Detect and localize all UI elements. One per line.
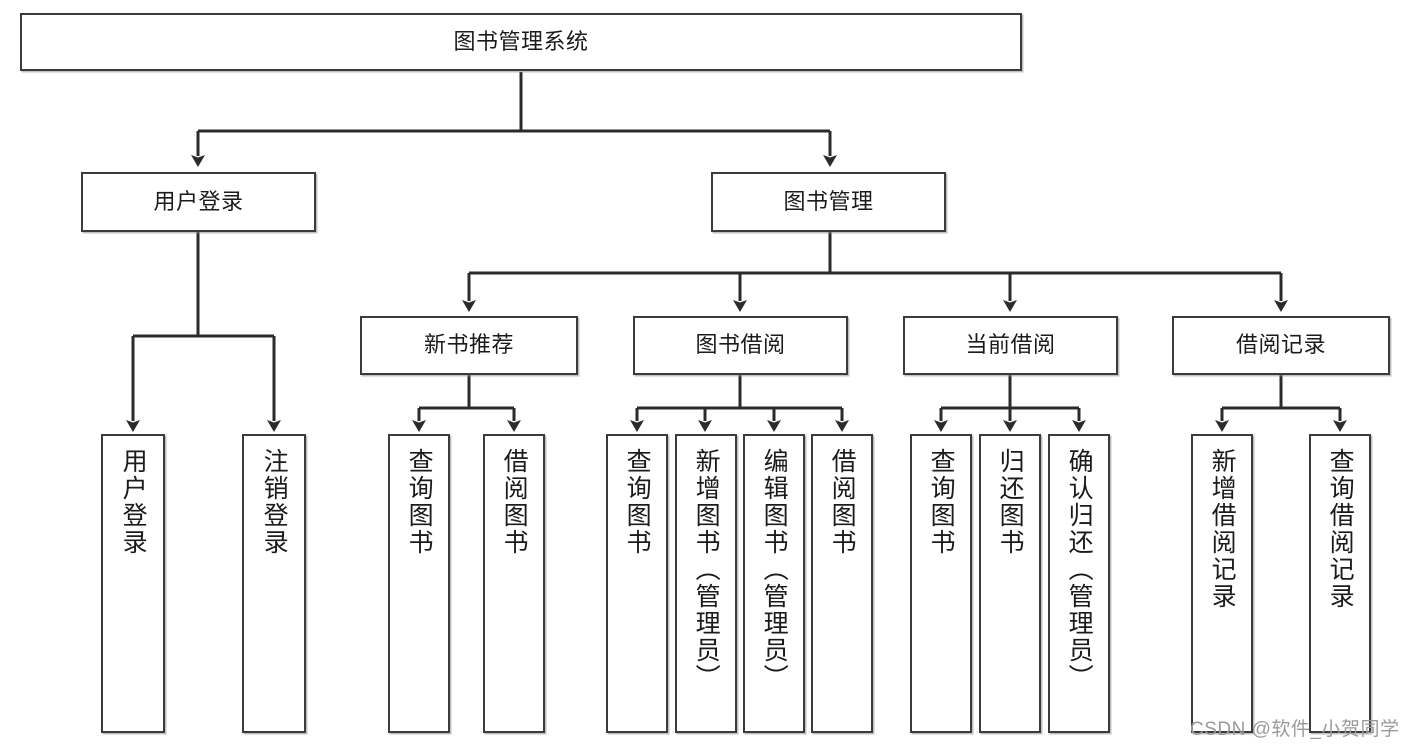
- node-current-borrow-label: 当前借阅: [965, 332, 1056, 358]
- node-book-management[interactable]: 图书管理: [711, 172, 946, 232]
- leaf-borrow-add-book[interactable]: 新增图书（管理员）: [675, 434, 737, 733]
- leaf-borrow-edit-book[interactable]: 编辑图书（管理员）: [743, 434, 805, 733]
- leaf-current-confirm-return-label: 确认归还（管理员）: [1065, 448, 1094, 691]
- node-book-borrow-label: 图书借阅: [695, 332, 786, 358]
- leaf-recommend-query-book[interactable]: 查询图书: [388, 434, 450, 733]
- node-borrow-record[interactable]: 借阅记录: [1172, 316, 1390, 375]
- leaf-recommend-query-book-label: 查询图书: [405, 448, 434, 556]
- leaf-record-add-record-label: 新增借阅记录: [1208, 448, 1237, 610]
- leaf-borrow-edit-book-label: 编辑图书（管理员）: [760, 448, 789, 691]
- node-root[interactable]: 图书管理系统: [20, 13, 1022, 71]
- node-user-login[interactable]: 用户登录: [81, 172, 316, 232]
- leaf-current-query-book-label: 查询图书: [927, 448, 956, 556]
- leaf-borrow-query-book[interactable]: 查询图书: [606, 434, 668, 733]
- leaf-user-login-signout-label: 注销登录: [260, 448, 289, 556]
- leaf-recommend-borrow-book-label: 借阅图书: [500, 448, 529, 556]
- node-book-management-label: 图书管理: [783, 188, 874, 214]
- leaf-user-login-signin[interactable]: 用户登录: [101, 434, 165, 733]
- leaf-user-login-signin-label: 用户登录: [119, 448, 148, 556]
- node-book-borrow[interactable]: 图书借阅: [633, 316, 848, 375]
- leaf-record-query-record[interactable]: 查询借阅记录: [1309, 434, 1371, 733]
- leaf-borrow-add-book-label: 新增图书（管理员）: [692, 448, 721, 691]
- leaf-record-query-record-label: 查询借阅记录: [1326, 448, 1355, 610]
- leaf-current-confirm-return[interactable]: 确认归还（管理员）: [1048, 434, 1110, 733]
- leaf-current-return-book[interactable]: 归还图书: [979, 434, 1041, 733]
- leaf-borrow-borrow-book[interactable]: 借阅图书: [811, 434, 873, 733]
- leaf-borrow-borrow-book-label: 借阅图书: [828, 448, 857, 556]
- leaf-recommend-borrow-book[interactable]: 借阅图书: [483, 434, 545, 733]
- leaf-current-query-book[interactable]: 查询图书: [910, 434, 972, 733]
- leaf-user-login-signout[interactable]: 注销登录: [242, 434, 306, 733]
- watermark-text: CSDN @软件_小贺同学: [1190, 719, 1400, 740]
- node-new-book-recommend-label: 新书推荐: [423, 332, 514, 358]
- leaf-current-return-book-label: 归还图书: [996, 448, 1025, 556]
- node-user-login-label: 用户登录: [153, 188, 244, 214]
- node-root-label: 图书管理系统: [453, 28, 589, 54]
- node-borrow-record-label: 借阅记录: [1235, 332, 1326, 358]
- node-new-book-recommend[interactable]: 新书推荐: [360, 316, 578, 375]
- leaf-record-add-record[interactable]: 新增借阅记录: [1191, 434, 1253, 733]
- node-current-borrow[interactable]: 当前借阅: [903, 316, 1118, 375]
- leaf-borrow-query-book-label: 查询图书: [623, 448, 652, 556]
